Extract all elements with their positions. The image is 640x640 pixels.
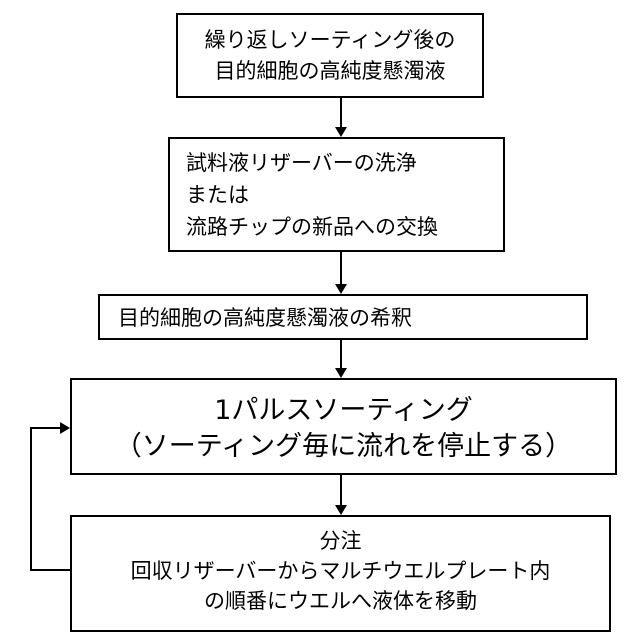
step-box-2: 試料液リザーバーの洗浄 または 流路チップの新品への交換 bbox=[168, 137, 505, 252]
step-4-line-1: 1パルスソーティング bbox=[72, 380, 615, 429]
step-1-line-1: 繰り返しソーティング後の bbox=[178, 15, 482, 56]
step-2-line-3: 流路チップの新品への交換 bbox=[170, 211, 503, 243]
step-2-line-2: または bbox=[170, 179, 503, 211]
arrow-step4-to-step5 bbox=[335, 475, 347, 515]
step-box-5: 分注 回収リザーバーからマルチウエルプレート内 の順番にウエルへ液体を移動 bbox=[70, 515, 611, 632]
step-box-1: 繰り返しソーティング後の 目的細胞の高純度懸濁液 bbox=[176, 13, 484, 98]
step-box-4: 1パルスソーティング （ソーティング毎に流れを停止する） bbox=[70, 378, 617, 475]
step-5-line-3: の順番にウエルへ液体を移動 bbox=[72, 586, 609, 616]
step-4-line-2: （ソーティング毎に流れを停止する） bbox=[72, 429, 615, 465]
arrow-step2-to-step3 bbox=[335, 252, 347, 294]
step-box-3: 目的細胞の高純度懸濁液の希釈 bbox=[98, 294, 588, 340]
step-1-line-2: 目的細胞の高純度懸濁液 bbox=[178, 56, 482, 87]
step-2-line-1: 試料液リザーバーの洗浄 bbox=[170, 139, 503, 179]
step-5-line-1: 分注 bbox=[72, 517, 609, 556]
loop-back-arrow bbox=[31, 422, 70, 570]
arrow-step1-to-step2 bbox=[335, 98, 347, 137]
step-3-line-1: 目的細胞の高純度懸濁液の希釈 bbox=[100, 296, 586, 331]
step-5-line-2: 回収リザーバーからマルチウエルプレート内 bbox=[72, 556, 609, 586]
arrow-step3-to-step4 bbox=[335, 340, 347, 378]
